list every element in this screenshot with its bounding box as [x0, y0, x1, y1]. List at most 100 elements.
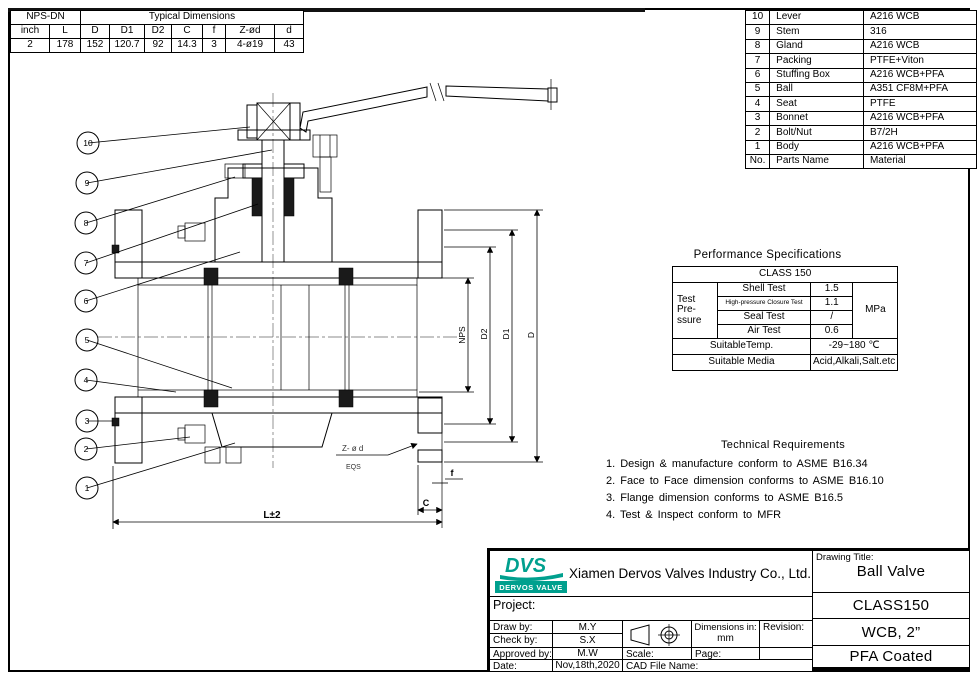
perf-pressure-label: Test Pre- ssure — [672, 282, 718, 339]
drawing-title-label: Drawing Title: — [816, 552, 874, 563]
page-label: Page: — [695, 649, 722, 660]
part-no: 2 — [744, 125, 771, 141]
seat-bottom-left — [203, 389, 219, 408]
packing-right — [283, 177, 295, 217]
part-no: 5 — [744, 81, 771, 98]
perf-pressure-line: Pre- — [677, 304, 696, 316]
part-no: 4 — [744, 96, 771, 112]
part-name: Bolt/Nut — [769, 125, 864, 141]
body-bottom-wall — [114, 396, 443, 414]
part-name: Lever — [769, 9, 864, 26]
third-angle-projection-icon — [630, 624, 680, 646]
part-name: Stem — [769, 24, 864, 40]
extension-lines — [112, 209, 543, 529]
part-material: A351 CF8M+PFA — [862, 81, 977, 98]
technical-requirements-title: Technical Requirements — [721, 439, 845, 451]
bottom-plug — [225, 446, 242, 464]
perf-temp-label: SuitableTemp. — [672, 338, 811, 355]
part-material: A216 WCB+PFA — [862, 67, 977, 83]
perf-test-value: 0.6 — [809, 324, 854, 339]
dims-val: 43 — [274, 38, 304, 53]
part-no: 3 — [744, 110, 771, 127]
part-name: Seat — [769, 96, 864, 112]
approved-by-value: M.W — [577, 648, 598, 659]
perf-unit: MPa — [852, 282, 899, 339]
gasket-bottom — [111, 417, 120, 427]
dims-header-typical: Typical Dimensions — [80, 10, 304, 25]
balloon-8: 8 — [84, 218, 89, 228]
part-name: Stuffing Box — [769, 67, 864, 83]
dim-label-l: L±2 — [263, 510, 281, 521]
revision-label: Revision: — [763, 622, 805, 633]
balloon-leaders — [85, 126, 273, 489]
dims-col: L — [49, 24, 81, 39]
body-top-wall — [114, 261, 443, 279]
parts-header-material: Material — [862, 153, 977, 170]
performance-table: CLASS 150 Test Pre- ssure Shell Test 1.5… — [671, 266, 899, 371]
handle-break-line — [437, 82, 445, 102]
body-bolt-bottom-head — [177, 427, 186, 441]
left-flange-top — [114, 209, 143, 279]
dims-col: D1 — [109, 24, 145, 39]
dimensions-in-label: Dimensions in: — [694, 622, 757, 633]
dims-val: 92 — [144, 38, 172, 53]
dim-label-d2: D2 — [479, 328, 489, 339]
handle-end-cap — [547, 87, 558, 103]
part-name: Gland — [769, 38, 864, 55]
drawing-title-value: Ball Valve — [856, 563, 926, 580]
class-value: CLASS150 — [852, 597, 930, 614]
check-by-value: S.X — [579, 635, 596, 646]
stem-cross-line — [256, 102, 291, 141]
dim-label-c: C — [423, 498, 430, 508]
dim-label-d: D — [526, 332, 536, 338]
body-bolt-bottom — [184, 424, 206, 444]
dims-col: inch — [10, 24, 50, 39]
dims-col: Z-ød — [225, 24, 275, 39]
seat-top-left — [203, 267, 219, 286]
approved-by-label: Approved by: — [493, 649, 552, 660]
balloon-1: 1 — [85, 483, 90, 493]
stem-block-right — [289, 102, 301, 141]
title-block: DVS DERVOS VALVE Xiamen Dervos Valves In… — [487, 548, 970, 672]
part-no: 9 — [744, 24, 771, 40]
balloon-9: 9 — [85, 178, 90, 188]
part-name: Packing — [769, 53, 864, 69]
technical-requirement-item: 3. Flange dimension conforms to ASME B16… — [606, 492, 844, 504]
parts-header-no: No. — [744, 153, 771, 170]
dim-label-d1: D1 — [501, 328, 511, 339]
technical-requirement-item: 2. Face to Face dimension conforms to AS… — [606, 475, 884, 487]
perf-test-value: 1.5 — [809, 282, 854, 297]
project-label: Project: — [493, 598, 536, 612]
draw-by-label: Draw by: — [493, 622, 533, 633]
pfa-coating-bottom — [137, 389, 418, 398]
drawing-title-cell: Drawing Title: Ball Valve — [812, 550, 970, 593]
balloon-5: 5 — [85, 335, 90, 345]
perf-temp-value: -29~180 ℃ — [809, 338, 899, 355]
left-flange-bottom — [114, 396, 143, 464]
perf-test-name: Air Test — [717, 324, 811, 339]
part-name: Bonnet — [769, 110, 864, 127]
perf-test-name: Shell Test — [717, 282, 811, 297]
lever-handle-end — [445, 85, 549, 102]
part-material: A216 WCB+PFA — [862, 110, 977, 127]
seat-top-right — [338, 267, 354, 286]
part-name: Body — [769, 139, 864, 155]
draw-by-value: M.Y — [578, 621, 597, 633]
check-by-label: Check by: — [493, 635, 538, 646]
logo-sub-text: DERVOS VALVE — [499, 583, 563, 592]
dim-label-f: f — [451, 468, 455, 478]
perf-pressure-line: ssure — [677, 314, 702, 326]
bottom-plug — [204, 446, 221, 464]
technical-requirements: Technical Requirements 1. Design & manuf… — [592, 439, 974, 526]
part-material: B7/2H — [862, 125, 977, 141]
body-bolt-top-head — [177, 225, 186, 239]
stem-square-section — [256, 102, 291, 141]
perf-test-name: Seal Test — [717, 310, 811, 325]
handle-break-line — [429, 82, 437, 102]
gland-right — [283, 163, 305, 179]
dims-val: 4-ø19 — [225, 38, 275, 53]
date-value: Nov,18th,2020 — [555, 660, 620, 671]
perf-test-value: 1.1 — [809, 296, 854, 311]
balloon-10: 10 — [83, 138, 93, 148]
